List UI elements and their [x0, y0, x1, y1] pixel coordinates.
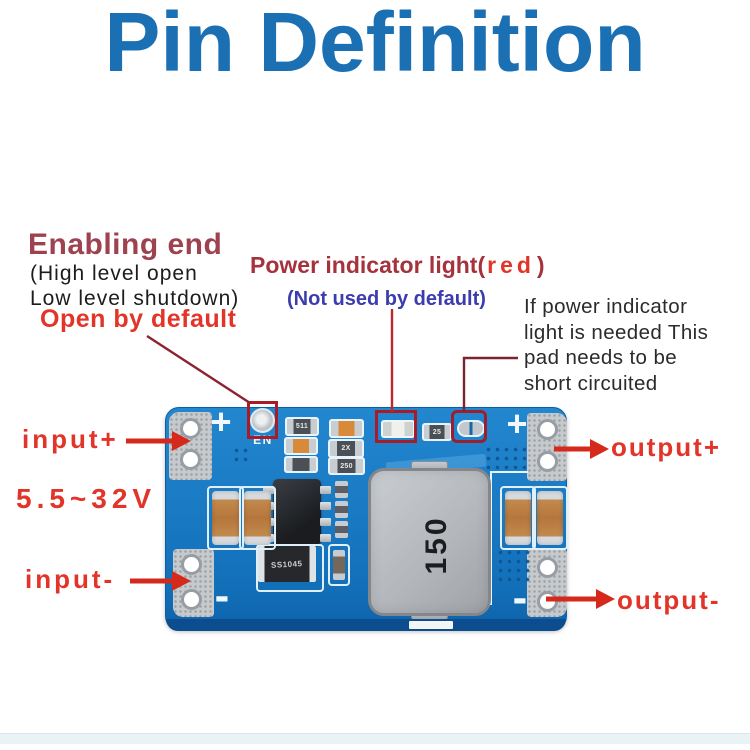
smd-passive	[335, 481, 348, 498]
smd-capacitor-top	[329, 419, 364, 438]
enabling-end-heading: Enabling end	[28, 228, 223, 261]
pad-note-line2: light is needed This	[524, 320, 709, 344]
input-capacitor-1	[212, 491, 239, 545]
output-plus-hole-1	[537, 419, 558, 440]
smd-resistor-bottom	[284, 456, 318, 473]
buck-converter-board: + - + - EN 511 2X 250 25	[165, 401, 568, 631]
enable-pad-highlight-box	[247, 401, 278, 439]
power-indicator-heading: Power indicator light(red)	[250, 252, 545, 279]
page-title: Pin Definition	[104, 0, 646, 89]
input-minus-hole-2	[181, 589, 202, 610]
smd-passive	[335, 521, 348, 538]
enable-pad	[250, 408, 275, 433]
short-circuit-pad-note: If power indicator light is needed This …	[524, 294, 708, 396]
resistor-25-label: 25	[432, 428, 442, 436]
inductor-marking: 150	[417, 505, 457, 585]
via-cluster-bottomright	[496, 548, 532, 582]
power-inductor	[368, 468, 491, 616]
passive-outline	[328, 544, 350, 586]
input-minus-hole-1	[181, 554, 202, 575]
pad-note-line1: If power indicator	[524, 295, 688, 318]
power-indicator-prefix: Power indicator light(	[250, 252, 486, 278]
via-cluster-left	[232, 446, 252, 466]
ic-pin	[320, 534, 331, 542]
open-by-default-note: Open by default	[40, 305, 237, 333]
input-plus-hole-1	[180, 418, 201, 439]
resistor-250-label: 250	[340, 462, 353, 470]
smd-passive	[335, 501, 348, 518]
output-cap-outline-1	[500, 486, 536, 550]
smd-resistor-250: 250	[328, 457, 365, 475]
silkscreen-minus-output: -	[512, 573, 528, 622]
background-band	[0, 733, 750, 744]
power-indicator-red-word: red	[487, 252, 535, 278]
input-cap-outline-2	[239, 486, 276, 550]
schottky-diode: SS1045	[258, 546, 316, 582]
enabling-end-line1: (High level open	[30, 262, 198, 285]
regulator-ic	[273, 479, 321, 545]
ic-pin	[320, 486, 331, 494]
silkscreen-line-horizontal	[490, 471, 528, 473]
led-pads-highlight-box	[375, 410, 417, 443]
via-cluster-topright	[484, 445, 526, 473]
ic-pin	[263, 486, 274, 494]
power-indicator-suffix: )	[536, 252, 545, 278]
pad-note-line4: short circuited	[524, 371, 658, 395]
input-plus-label: input+	[22, 424, 119, 454]
input-minus-label: input-	[25, 564, 116, 594]
silkscreen-line-vertical	[490, 473, 492, 605]
smd-resistor-2x: 2X	[328, 439, 364, 458]
jumper-pad-highlight-box	[451, 410, 487, 443]
smd-capacitor-mid	[284, 437, 318, 455]
board-edge-sticker	[409, 621, 453, 629]
input-voltage-range-label: 5.5~32V	[16, 483, 157, 514]
resistor-2x-label: 2X	[341, 445, 351, 452]
diode-marking: SS1045	[271, 558, 303, 570]
input-plus-hole-2	[180, 449, 201, 470]
output-cap-outline-2	[532, 486, 568, 550]
enabling-end-description: (High level open Low level shutdown)	[30, 261, 239, 311]
ic-pin	[320, 518, 331, 526]
silkscreen-plus-input: +	[210, 401, 232, 442]
smd-passive	[333, 550, 345, 580]
output-capacitor-2	[537, 491, 563, 545]
output-capacitor-1	[505, 491, 531, 545]
resistor-511-label: 511	[295, 423, 309, 430]
enabling-end-line2: Low level shutdown)	[30, 287, 240, 310]
silkscreen-plus-output: +	[506, 403, 528, 444]
ic-pin	[320, 502, 331, 510]
smd-resistor-511: 511	[285, 417, 319, 436]
board-bottom-edge	[166, 619, 566, 631]
silkscreen-minus-input: -	[214, 571, 230, 620]
output-minus-hole-1	[537, 557, 558, 578]
diode-outline: SS1045	[256, 544, 324, 592]
output-minus-hole-2	[537, 591, 558, 612]
smd-resistor-25: 25	[422, 423, 452, 441]
pad-note-line3: pad needs to be	[524, 346, 678, 369]
input-capacitor-2	[244, 491, 271, 545]
not-used-by-default-note: (Not used by default)	[287, 288, 486, 310]
output-plus-label: output+	[611, 432, 722, 462]
enable-leader-line	[146, 334, 251, 405]
output-plus-hole-2	[537, 451, 558, 472]
inductor-code-text: 150	[420, 515, 453, 575]
output-minus-label: output-	[617, 585, 721, 615]
input-cap-outline-1	[207, 486, 244, 550]
